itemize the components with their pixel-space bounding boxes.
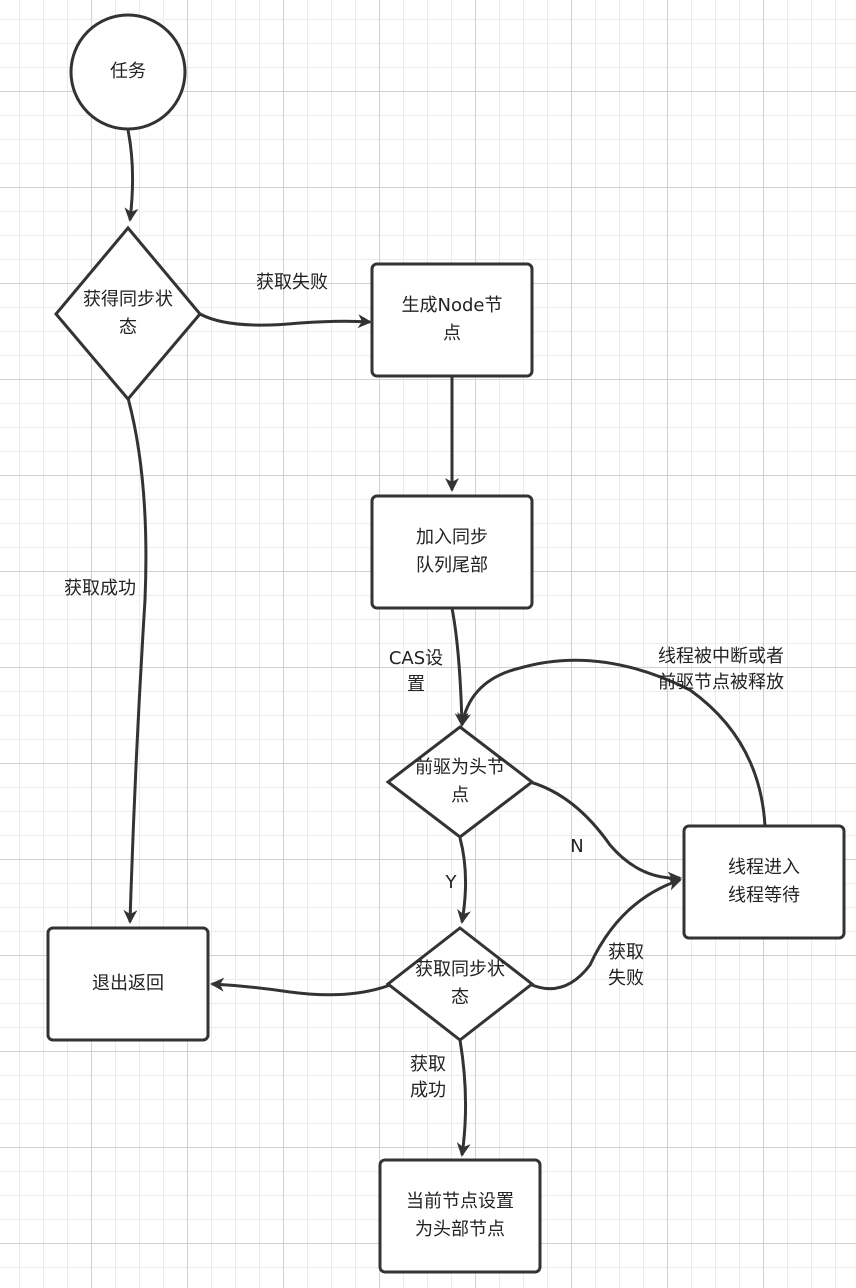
edge-label-interrupted-or-released: 线程被中断或者 前驱节点被释放 [658,646,784,693]
node-decision-get-state-shape [54,225,202,402]
edge-label-acquire-fail-top: 获取失败 [256,272,328,293]
node-enqueue-tail-box [370,494,534,610]
edge-task-to-decision [124,129,139,222]
edge-label-yes: Y [445,872,457,893]
node-create-node-box [370,262,534,378]
edge-label-acquire-fail-right: 获取 失败 [608,942,644,989]
edge-acquire-to-set-head [456,1039,471,1157]
edge-acquire-to-exit [210,977,391,997]
node-task-circle [69,13,187,131]
edge-label-acquire-success-bottom: 获取 成功 [410,1054,446,1101]
node-prev-is-head-label: 前驱为头节 点 [415,757,505,806]
edge-label-acquire-success-left: 获取成功 [64,578,136,599]
node-set-head-label: 当前节点设置 为头部节点 [406,1191,514,1240]
node-acquire-state-label: 获取同步状 态 [415,959,505,1008]
node-exit-return-label: 退出返回 [92,973,164,994]
node-enqueue-tail-label: 加入同步 队列尾部 [416,527,488,576]
node-thread-wait-label: 线程进入 线程等待 [728,857,800,906]
node-set-head-box [378,1158,542,1274]
edge-wait-loop-back [457,658,767,827]
edge-label-no: N [570,836,584,857]
node-thread-wait-box [682,824,846,940]
edge-acquire-to-wait [531,877,682,991]
node-create-node-label: 生成Node节 点 [401,295,503,344]
node-prev-is-head-shape [385,725,535,839]
node-decision-get-state-label: 获得同步状 态 [83,289,173,338]
edge-enqueue-to-prev-head [450,607,469,727]
edge-label-cas-set: CAS设 置 [388,648,444,695]
edge-decision-to-exit [123,397,148,924]
node-task-label: 任务 [110,61,146,82]
edge-decision-to-create-node [199,312,372,329]
node-exit-return-box [46,926,210,1042]
edge-prev-head-to-wait-n [529,780,682,886]
edge-prev-head-to-acquire-y [457,837,471,924]
node-acquire-state-shape [385,926,535,1042]
